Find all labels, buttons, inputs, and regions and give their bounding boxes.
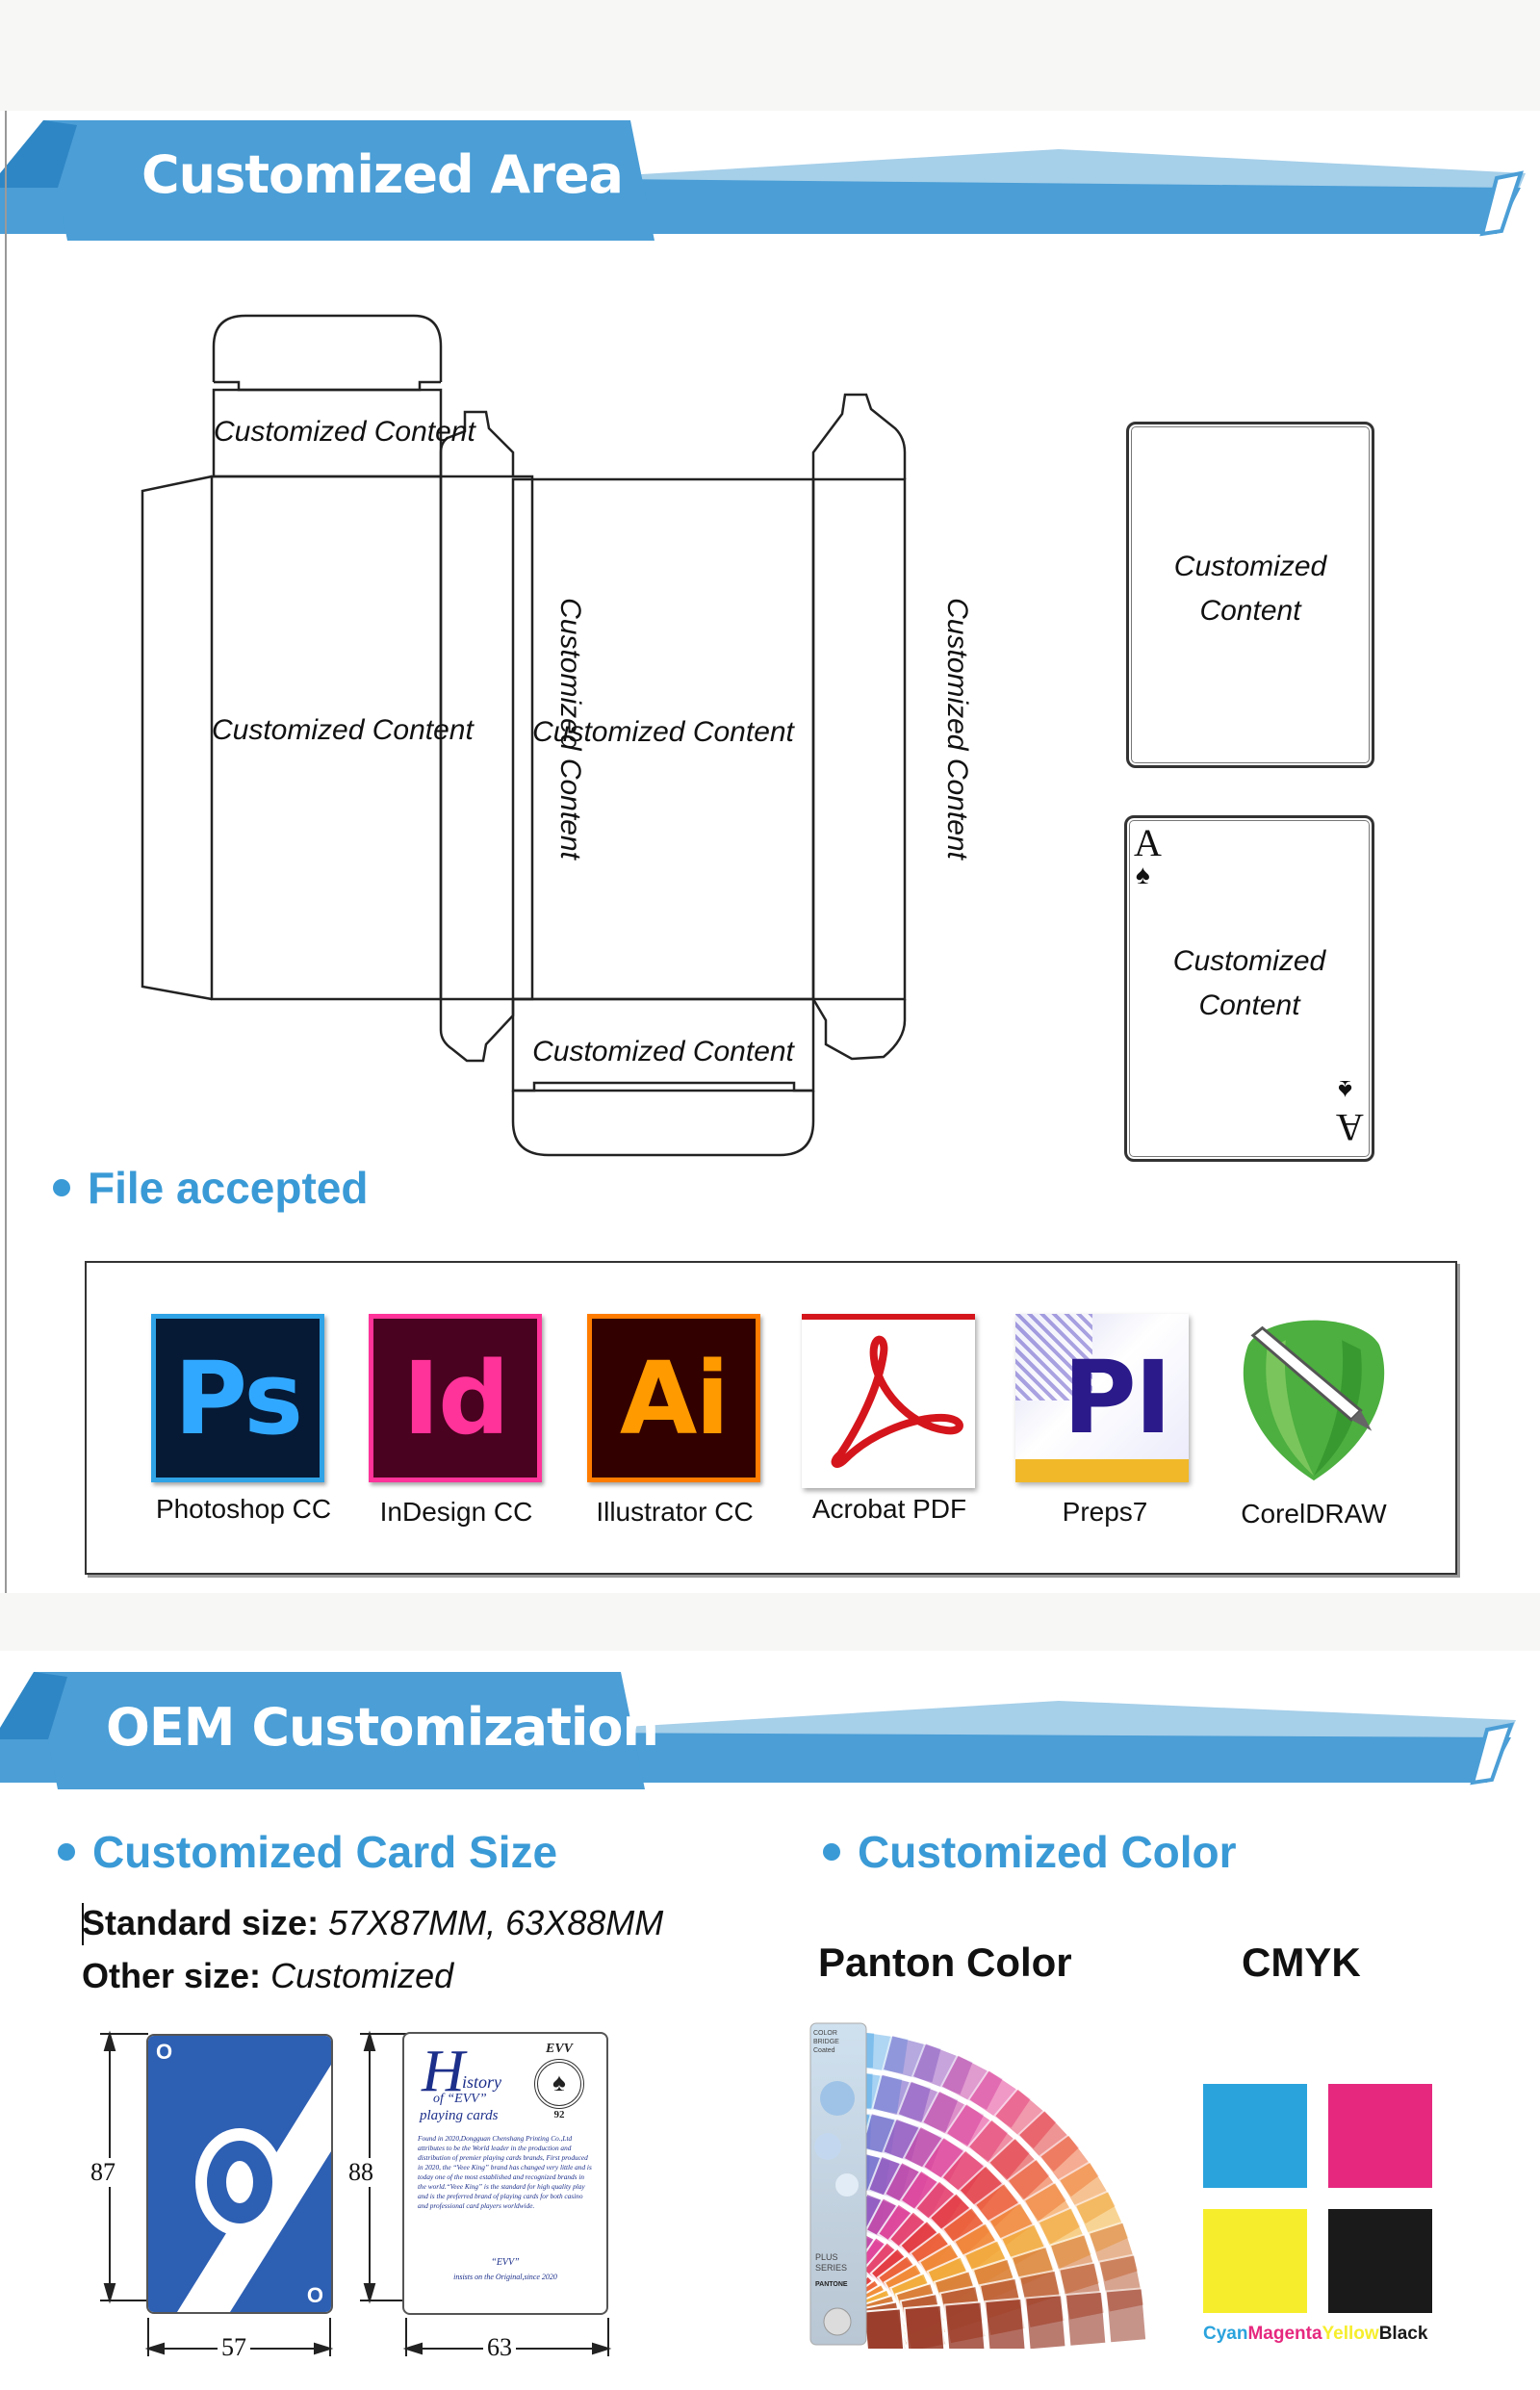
top-strip — [0, 0, 1540, 111]
oem-title: OEM Customization — [106, 1697, 659, 1758]
cmyk-label: CMYK — [1242, 1940, 1361, 1985]
bullet-icon — [53, 1178, 70, 1196]
card1-artwork — [148, 2036, 331, 2312]
card1-corner-top: O — [156, 2040, 173, 2064]
card-face-label-line2: Content — [1198, 989, 1300, 1021]
magenta-swatch — [1328, 2084, 1432, 2188]
card2-big-letter: H — [422, 2039, 465, 2104]
coreldraw-icon — [1243, 1320, 1385, 1481]
customized-area-banner — [0, 120, 1526, 241]
card1-corner-bottom: O — [306, 2283, 323, 2307]
card-face-rank-top: A — [1134, 821, 1162, 864]
bullet-icon — [58, 1842, 75, 1861]
card2-preview: H istory of “EVV” playing cards EVV ♠ 92… — [402, 2032, 608, 2315]
cmyk-legend-black: Black — [1378, 2324, 1428, 2344]
coreldraw-label: CorelDRAW — [1241, 1499, 1387, 1529]
color-heading: Customized Color — [823, 1826, 1237, 1878]
card-back-outline — [1126, 422, 1374, 768]
standard-size-label: Standard size: — [82, 1903, 320, 1942]
box-bottom-flap-label: Customized Content — [532, 1036, 794, 1067]
cmyk-legend-cyan: Cyan — [1203, 2324, 1248, 2344]
card2-logo-text: EVV — [545, 2042, 573, 2056]
preps-icon: PI — [1015, 1314, 1189, 1482]
oem-banner — [0, 1672, 1516, 1789]
spade-icon-top: ♠ — [1136, 860, 1150, 889]
box-top-flap-label: Customized Content — [214, 416, 475, 448]
bullet-icon — [823, 1842, 840, 1861]
text-cursor — [82, 1903, 84, 1945]
photoshop-icon: Ps — [151, 1314, 324, 1482]
card2-logo: EVV ♠ 92 — [527, 2042, 591, 2120]
card2-title-line2: of “EVV” — [433, 2092, 487, 2106]
illustrator-icon: Ai — [587, 1314, 760, 1482]
page-left-rule — [5, 111, 7, 1593]
indesign-icon: Id — [369, 1314, 542, 1482]
pantone-brand-text: PANTONE — [815, 2281, 848, 2288]
cyan-swatch — [1203, 2084, 1307, 2188]
card2-signature: “EVV” — [491, 2257, 520, 2268]
standard-size-line: Standard size: 57X87MM, 63X88MM — [82, 1903, 663, 1943]
other-size-line: Other size: Customized — [82, 1956, 453, 1996]
card1-preview: O O — [146, 2034, 333, 2314]
card2-footer: insists on the Original,since 2020 — [453, 2273, 557, 2281]
box-side-left-label: Customized Content — [554, 598, 586, 860]
preps-label: Preps7 — [1062, 1497, 1148, 1527]
customized-area-title: Customized Area — [141, 144, 624, 205]
card-face-label-line1: Customized — [1172, 945, 1326, 977]
pantone-fan-top-text: COLOR BRIDGE Coated — [813, 2030, 839, 2054]
card2-logo-number: 92 — [553, 2109, 565, 2120]
spade-icon-bottom: ♠ — [1338, 1075, 1352, 1105]
card1-width-label: 57 — [218, 2333, 250, 2362]
card2-title-line3: playing cards — [420, 2108, 499, 2123]
card-face-rank-bottom: A — [1336, 1106, 1364, 1149]
other-size-label: Other size: — [82, 1956, 262, 1995]
pantone-fan-image — [809, 2022, 1148, 2349]
box-side-right-label: Customized Content — [941, 598, 973, 860]
pantone-plus-text: PLUS SERIES — [815, 2252, 848, 2273]
cmyk-legend: CyanMagentaYellowBlack — [1203, 2324, 1427, 2345]
indesign-label: InDesign CC — [379, 1497, 533, 1527]
acrobat-logo-shape — [831, 1335, 963, 1468]
box-back-panel-label: Customized Content — [532, 716, 794, 748]
card2-logo-emblem: ♠ — [534, 2059, 584, 2109]
card-size-heading: Customized Card Size — [58, 1826, 557, 1878]
section-divider — [0, 1593, 1540, 1651]
cmyk-legend-magenta: Magenta — [1247, 2324, 1322, 2344]
acrobat-icon — [802, 1314, 975, 1488]
acrobat-label: Acrobat PDF — [811, 1494, 967, 1524]
card-back-label-line2: Content — [1199, 595, 1301, 627]
preps-pixel-pattern — [1015, 1314, 1092, 1401]
card2-width-label: 63 — [483, 2333, 516, 2362]
card-face-outline — [1124, 815, 1374, 1162]
other-size-value: Customized — [270, 1956, 454, 1995]
card1-height-label: 87 — [90, 2158, 116, 2187]
cmyk-legend-yellow: Yellow — [1322, 2324, 1379, 2344]
panton-label: Panton Color — [818, 1940, 1072, 1985]
card2-height-label: 88 — [348, 2158, 373, 2187]
file-accepted-heading: File accepted — [53, 1162, 368, 1214]
black-swatch — [1328, 2209, 1432, 2313]
card2-title-rest: istory — [462, 2072, 502, 2092]
card1-dimension-lines — [100, 2030, 334, 2356]
software-panel — [85, 1261, 1457, 1575]
card-back-label-line1: Customized — [1173, 551, 1327, 582]
box-front-panel-label: Customized Content — [212, 714, 474, 746]
card2-body-text: Found in 2020,Dongguan Chenshang Printin… — [418, 2134, 592, 2210]
box-dieline — [141, 314, 907, 1157]
yellow-swatch — [1203, 2209, 1307, 2313]
illustrator-label: Illustrator CC — [596, 1497, 754, 1527]
photoshop-label: Photoshop CC — [155, 1494, 332, 1524]
standard-size-value: 57X87MM, 63X88MM — [328, 1903, 664, 1942]
preps-bar — [1015, 1459, 1189, 1482]
